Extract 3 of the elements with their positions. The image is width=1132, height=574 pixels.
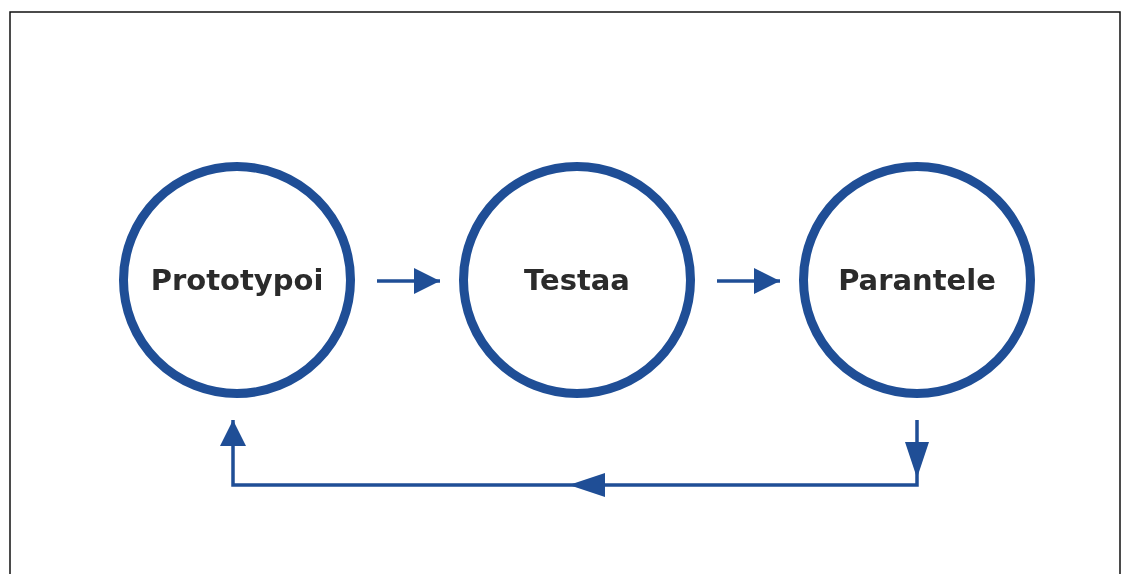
step-label: Prototypoi [150, 263, 324, 297]
step-label: Testaa [524, 263, 630, 297]
step-label: Parantele [838, 263, 996, 297]
